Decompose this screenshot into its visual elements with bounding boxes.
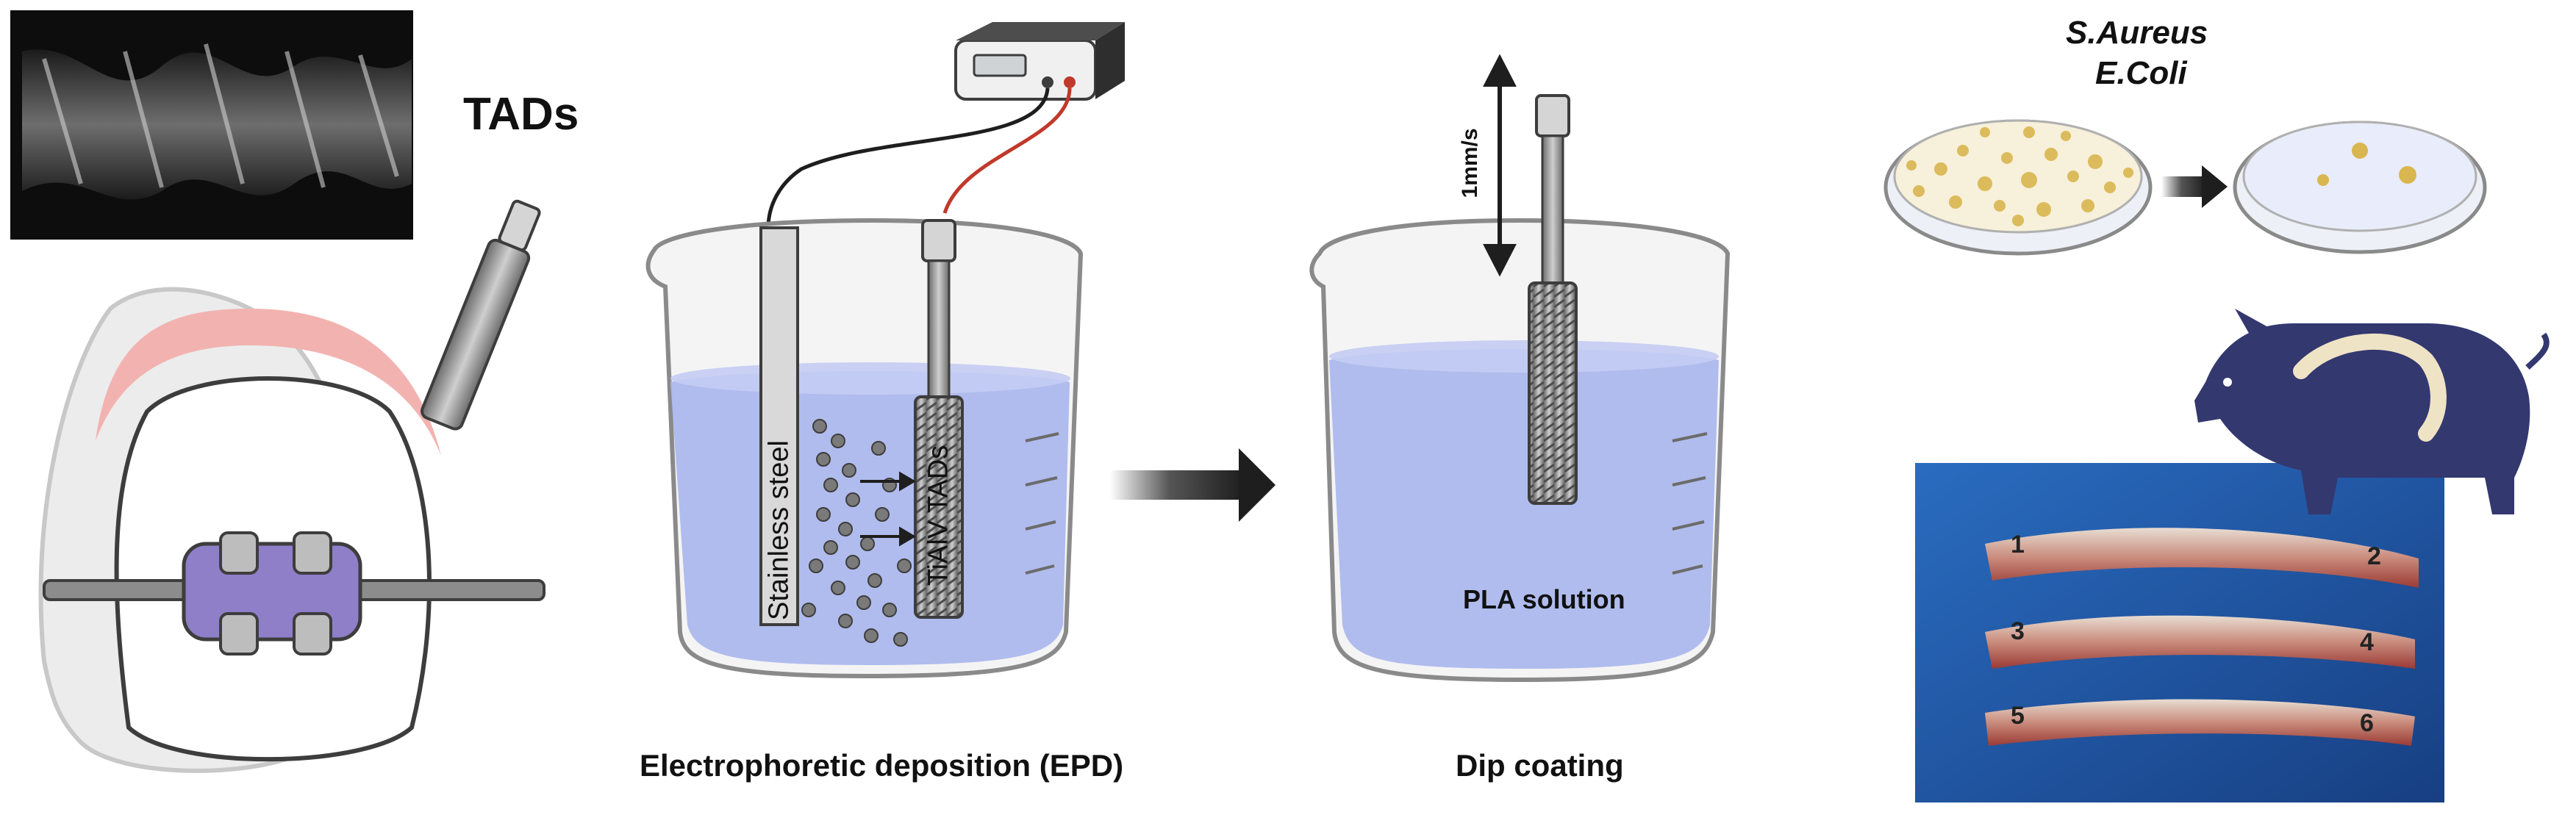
migration-arrows <box>860 471 916 547</box>
epd-setup <box>645 22 1125 679</box>
gum <box>96 309 441 456</box>
rib-3 <box>1985 699 2415 746</box>
bracket <box>182 542 362 642</box>
tads-electrode-head <box>921 219 956 262</box>
label-epd: Electrophoretic deposition (EPD) <box>640 748 1124 783</box>
label-tialv-tads: TiAlV TADs <box>923 445 954 586</box>
label-speed: 1mm/s <box>1458 128 1482 198</box>
label-dip-coating: Dip coating <box>1456 748 1624 783</box>
liquid-epd <box>670 371 1070 665</box>
rib-number-3: 3 <box>2011 617 2025 645</box>
rib-number-4: 4 <box>2360 628 2374 656</box>
rib-number-6: 6 <box>2360 709 2374 737</box>
tooth-illustration <box>38 199 545 773</box>
label-pla-solution: PLA solution <box>1463 584 1625 614</box>
dip-setup <box>1309 54 1731 683</box>
tads-electrode <box>914 395 964 619</box>
rib-1 <box>1985 528 2419 588</box>
liquid-dip <box>1329 349 1719 669</box>
rib-number-2: 2 <box>2367 542 2381 570</box>
dip-tad <box>1528 281 1578 505</box>
dip-tad-head <box>1535 94 1570 137</box>
power-supply <box>954 22 1125 101</box>
rib-2 <box>1985 615 2415 669</box>
label-s-aureus: S.Aureus <box>2066 15 2208 51</box>
dish-arrow <box>2161 165 2228 208</box>
black-wire <box>766 87 1050 229</box>
mini-implant <box>421 199 541 431</box>
sem-image <box>10 10 413 240</box>
rib-number-1: 1 <box>2011 531 2025 559</box>
red-wire <box>942 87 1072 214</box>
double-arrow <box>1483 54 1517 277</box>
process-arrow <box>1110 448 1276 522</box>
rib-overlay <box>2293 334 2447 442</box>
particles <box>801 419 912 647</box>
label-stainless-steel: Stainless steel <box>763 440 795 621</box>
pig-icon <box>2194 309 2550 514</box>
petri-dish-after <box>2233 121 2487 254</box>
label-tads: TADs <box>463 89 579 140</box>
petri-dish-before <box>1883 119 2153 256</box>
rib-photo <box>1915 463 2444 802</box>
label-e-coli: E.Coli <box>2095 55 2187 91</box>
rib-number-5: 5 <box>2011 702 2025 730</box>
stainless-electrode <box>759 226 799 626</box>
